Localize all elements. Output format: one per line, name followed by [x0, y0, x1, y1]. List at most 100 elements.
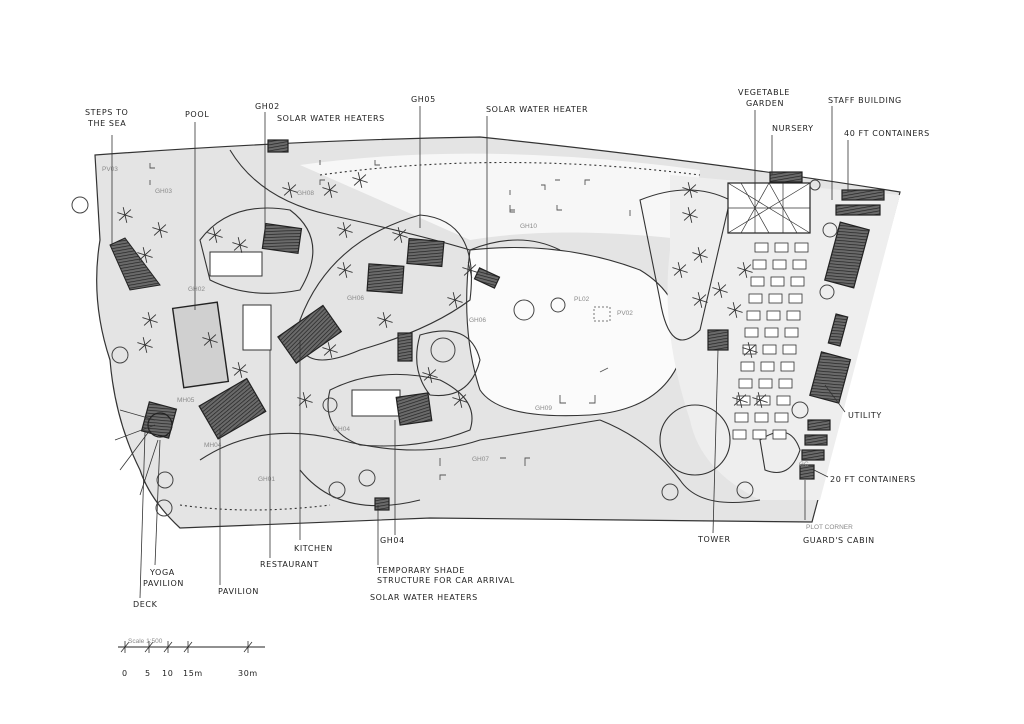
nursery-bed	[746, 310, 761, 321]
label-gh05: GH05	[411, 95, 436, 104]
central-lawn	[466, 247, 683, 417]
nursery-bed	[754, 242, 769, 253]
code-gh06b: GH06	[469, 317, 486, 324]
code-gh04: GH04	[333, 426, 350, 433]
palm-tree-icon	[672, 262, 688, 278]
nursery-bed	[768, 293, 783, 304]
edge-lines	[114, 409, 159, 496]
nursery-bed	[752, 429, 767, 440]
nursery-bed	[770, 276, 785, 287]
scale-title: Scale 1:500	[128, 638, 163, 645]
label-kitchen: KITCHEN	[294, 544, 333, 553]
label-pavilion: PAVILION	[218, 587, 259, 596]
label-deck: DECK	[133, 600, 158, 609]
nursery-bed	[758, 378, 773, 389]
palm-tree-icon	[447, 292, 463, 308]
label-vegetable-garden-1: VEGETABLE	[738, 88, 790, 97]
palm-tree-icon	[137, 247, 153, 263]
code-pv02: PV02	[617, 310, 633, 317]
nursery-bed	[788, 293, 803, 304]
code-gh10: GH10	[520, 223, 537, 230]
nursery-beds	[732, 242, 809, 440]
nursery-bed	[772, 259, 787, 270]
steps-to-sea	[109, 237, 161, 291]
label-steps-to-sea-2: THE SEA	[87, 119, 126, 128]
scale-tick-15m: 15m	[183, 669, 203, 678]
containers	[801, 189, 885, 461]
palm-tree-icon	[682, 207, 698, 223]
palm-tree-icon	[727, 302, 743, 318]
palm-tree-icon	[297, 392, 313, 408]
nursery-bed	[790, 276, 805, 287]
code-gc: GC	[799, 461, 809, 468]
code-pl02: PL02	[574, 296, 590, 303]
nursery-bed	[750, 276, 765, 287]
nursery-bed	[740, 361, 755, 372]
label-gh04: GH04	[380, 536, 405, 545]
gh02-deck	[209, 251, 263, 277]
nursery-bed	[782, 344, 797, 355]
palm-tree-icon	[337, 222, 353, 238]
nursery-bed	[776, 395, 791, 406]
nursery-bed	[794, 242, 809, 253]
palm-tree-icon	[337, 262, 353, 278]
palm-tree-icon	[462, 262, 478, 278]
label-solar-heaters-bottom: SOLAR WATER HEATERS	[370, 593, 478, 602]
plan-labels: STEPS TO THE SEA POOL GH02 SOLAR WATER H…	[85, 88, 929, 609]
palm-tree-icon	[377, 312, 393, 328]
north-open-area	[300, 153, 700, 240]
palm-tree-icon	[422, 367, 438, 383]
vegetable-garden	[727, 171, 811, 234]
label-utility: UTILITY	[848, 411, 882, 420]
code-gh03: GH03	[155, 188, 172, 195]
label-guards-cabin: GUARD'S CABIN	[803, 536, 875, 545]
palm-tree-icon	[322, 182, 338, 198]
buildings	[109, 139, 815, 511]
palm-trees	[117, 172, 768, 408]
palm-tree-icon	[712, 282, 728, 298]
palm-tree-icon	[352, 172, 368, 188]
nursery-bed	[748, 293, 763, 304]
guards-cabin	[799, 464, 815, 480]
trees-circles	[71, 179, 838, 517]
gh02-villa	[261, 222, 303, 255]
nursery-bed	[784, 327, 799, 338]
label-restaurant: RESTAURANT	[260, 560, 319, 569]
label-yoga-pavilion-2: PAVILION	[143, 579, 184, 588]
label-shade-structure-2: STRUCTURE FOR CAR ARRIVAL	[377, 576, 515, 585]
code-gh08: GH08	[297, 190, 314, 197]
nursery-bed	[774, 242, 789, 253]
pv02-marker	[593, 306, 611, 322]
nursery-bed	[764, 327, 779, 338]
palm-tree-icon	[742, 342, 758, 358]
label-gh02: GH02	[255, 102, 280, 111]
nursery-bed	[780, 361, 795, 372]
nursery-bed	[774, 412, 789, 423]
palm-tree-icon	[232, 237, 248, 253]
scale-tick-5: 5	[145, 669, 151, 678]
label-steps-to-sea-1: STEPS TO	[85, 108, 128, 117]
label-vegetable-garden-2: GARDEN	[746, 99, 784, 108]
code-gh01: GH01	[258, 476, 275, 483]
yoga-pavilion	[147, 412, 173, 438]
palm-tree-icon	[392, 227, 408, 243]
label-nursery: NURSERY	[772, 124, 814, 133]
label-pool: POOL	[185, 110, 209, 119]
code-mh05: MH05	[177, 397, 195, 404]
garden-paths	[179, 149, 801, 511]
nursery-bed	[760, 361, 775, 372]
tower-garden	[659, 404, 731, 476]
palm-tree-icon	[137, 337, 153, 353]
code-pv03: PV03	[102, 166, 118, 173]
scale-tick-0: 0	[122, 669, 128, 678]
nursery-bed	[778, 378, 793, 389]
gh04-shade	[397, 332, 413, 362]
palm-tree-icon	[737, 262, 753, 278]
solar-water-heater	[473, 267, 501, 289]
solar-water-heaters-top	[267, 139, 289, 153]
unit-codes: PV03 GH03 GH08 GH02 GH10 PL02 PV02 GH06 …	[102, 160, 809, 483]
scale-tick-10: 10	[162, 669, 173, 678]
label-plot-corner: PLOT CORNER	[806, 524, 853, 531]
